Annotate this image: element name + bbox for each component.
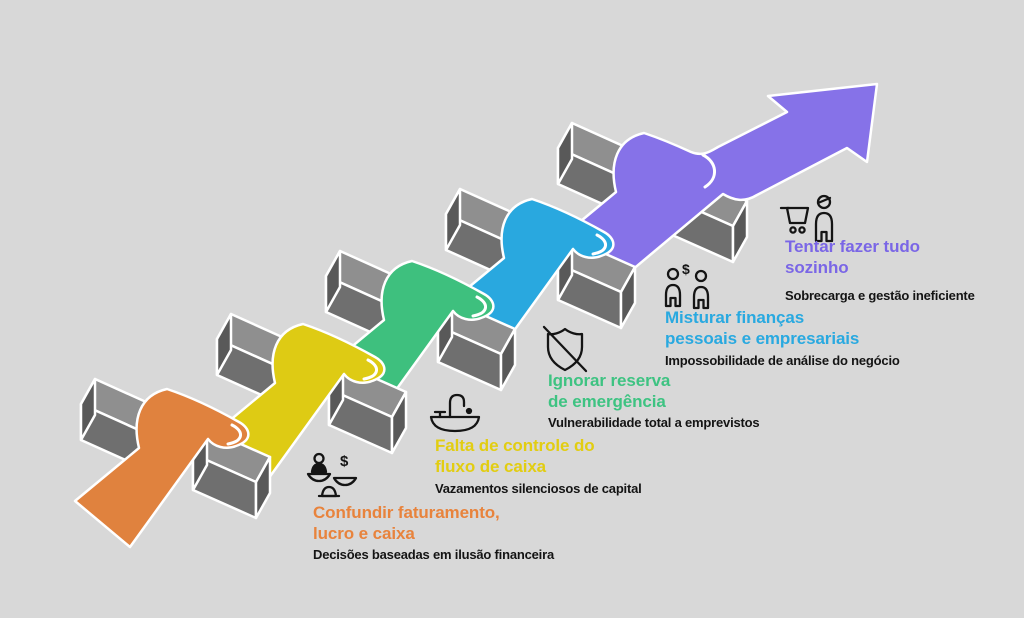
step-title: Confundir faturamento, lucro e caixa <box>313 503 500 543</box>
ribbon-fold-5 <box>701 153 716 189</box>
step-2-text: Falta de controle do fluxo de caixa Vaza… <box>435 435 720 497</box>
step-1-scene <box>73 377 272 549</box>
step-title: Falta de controle do fluxo de caixa <box>435 436 595 476</box>
step-subtitle: Vulnerabilidade total a emprevistos <box>548 415 760 430</box>
two-people-money-icon: $ <box>664 261 710 310</box>
dollar-glyph: $ <box>682 261 690 277</box>
crossed-shield-icon <box>542 325 588 373</box>
dollar-glyph: $ <box>340 453 349 470</box>
step-title: Tentar fazer tudo sozinho <box>785 237 920 277</box>
step-title: Ignorar reserva de emergência <box>548 371 671 411</box>
person-shopping-cart-icon <box>779 194 834 243</box>
step-1-text: Confundir faturamento, lucro e caixa Dec… <box>313 502 598 563</box>
step-5-scene <box>550 82 879 293</box>
step-3-text: Ignorar reserva de emergência Vulnerabil… <box>548 370 833 431</box>
step-title: Misturar finanças pessoais e empresariai… <box>665 308 860 348</box>
step-subtitle: Sobrecarga e gestão ineficiente <box>785 288 975 303</box>
balance-person-money-icon: $ <box>306 452 358 498</box>
step-5-text: Tentar fazer tudo sozinho Sobrecarga e g… <box>785 236 1024 304</box>
step-subtitle: Vazamentos silenciosos de capital <box>435 481 642 496</box>
step-subtitle: Impossobilidade de análise do negócio <box>665 353 900 368</box>
step-4-text: Misturar finanças pessoais e empresariai… <box>665 307 950 369</box>
ribbon-segment-5-arrow <box>550 82 879 293</box>
step-subtitle: Decisões baseadas em ilusão financeira <box>313 547 554 562</box>
leaking-faucet-icon <box>429 393 481 433</box>
